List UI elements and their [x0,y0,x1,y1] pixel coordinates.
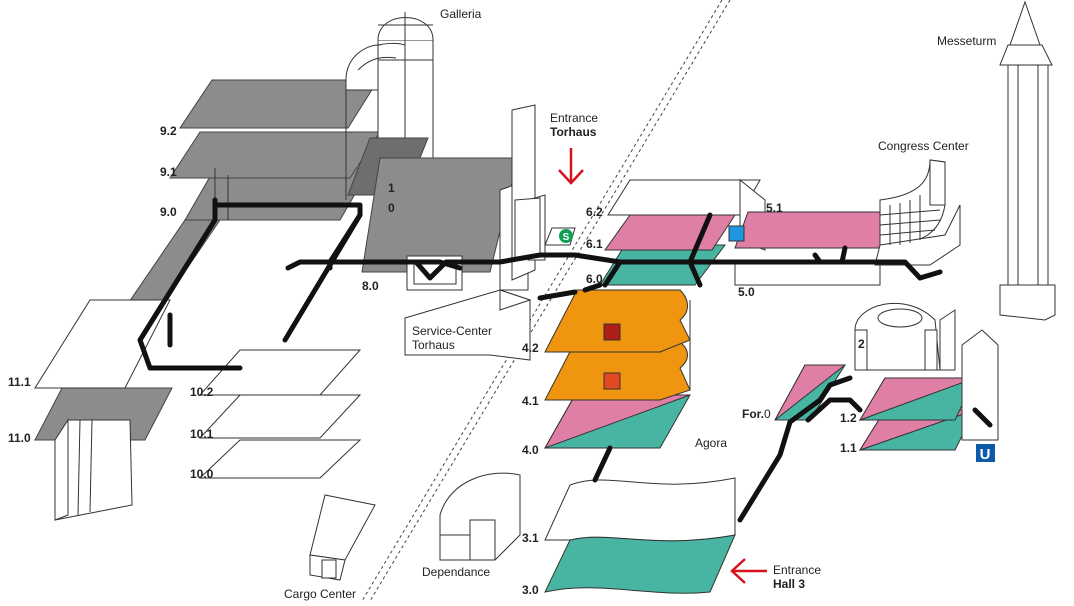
level-10-2: 10.2 [190,385,214,399]
entrance-hall-3-label-1: Entrance [773,563,821,577]
entrance-torhaus-arrow [558,148,584,185]
level-11-0: 11.0 [8,431,31,445]
level-galleria-0: 0 [388,201,395,215]
cargo-center-building [309,494,376,581]
level-9-1: 9.1 [160,165,177,179]
service-center-label-2: Torhaus [412,338,455,352]
level-4-0: 4.0 [522,443,539,457]
level-1-1: 1.1 [840,441,857,455]
entrance-torhaus-label-2: Torhaus [550,125,597,139]
level-1-2: 1.2 [840,411,857,425]
u-bahn-station[interactable]: U [976,444,995,463]
hall-4-1-marker [603,372,621,390]
level-3-0: 3.0 [522,583,539,597]
entrance-hall-3-arrow [730,558,767,584]
hall-10[interactable] [198,349,362,479]
level-9-2: 9.2 [160,124,177,138]
entrance-torhaus-label-1: Entrance [550,111,598,125]
level-2: 2 [858,337,865,351]
messeturm-label: Messeturm [937,34,996,48]
u-bahn-label: U [980,446,991,463]
railway-track [361,0,731,602]
level-6-0: 6.0 [586,272,603,286]
s-bahn-label: S [563,232,570,243]
festhalle-hall-2[interactable] [854,302,956,371]
level-forum-prefix: For. [742,407,764,421]
level-forum-number: 0 [764,407,771,421]
level-9-0: 9.0 [160,205,177,219]
level-8-0: 8.0 [362,279,379,293]
hall-4[interactable] [543,289,691,449]
hall-4-2-marker [603,323,621,341]
entrance-hall-3-label-2: Hall 3 [773,577,805,591]
hall-9[interactable] [169,79,381,221]
level-galleria-1: 1 [388,181,395,195]
level-4-1: 4.1 [522,394,539,408]
level-3-1: 3.1 [522,531,539,545]
level-forum-label: For.0 [742,407,771,421]
dependance-building [439,472,521,561]
hall-3[interactable] [544,477,736,594]
galleria-label: Galleria [440,7,482,21]
level-10-1: 10.1 [190,427,214,441]
dependance-label: Dependance [422,565,490,579]
hall-1[interactable] [858,329,999,451]
s-bahn-icon [559,229,573,243]
cargo-center-label: Cargo Center [284,587,356,601]
service-center-torhaus[interactable] [404,289,532,361]
forum[interactable] [774,364,847,421]
level-6-1: 6.1 [586,237,603,251]
level-5-1: 5.1 [766,201,783,215]
hall-11-building [54,418,133,521]
level-10-0: 10.0 [190,467,214,481]
level-6-2: 6.2 [586,205,603,219]
level-11-1: 11.1 [8,375,31,389]
messeturm[interactable] [999,0,1056,321]
hall-5[interactable] [734,211,881,286]
service-center-label-1: Service-Center [412,324,492,338]
u-bahn-icon [976,444,995,462]
congress-center-label: Congress Center [878,139,969,153]
s-bahn-station[interactable]: S [544,227,576,246]
agora-label: Agora [695,436,727,450]
level-5-0: 5.0 [738,285,755,299]
hall-11[interactable] [34,219,221,441]
congress-center[interactable] [874,159,961,266]
torhaus-tower[interactable] [499,104,546,291]
walkway-network [137,197,993,523]
hall-6-marker [728,225,745,242]
level-4-2: 4.2 [522,341,539,355]
